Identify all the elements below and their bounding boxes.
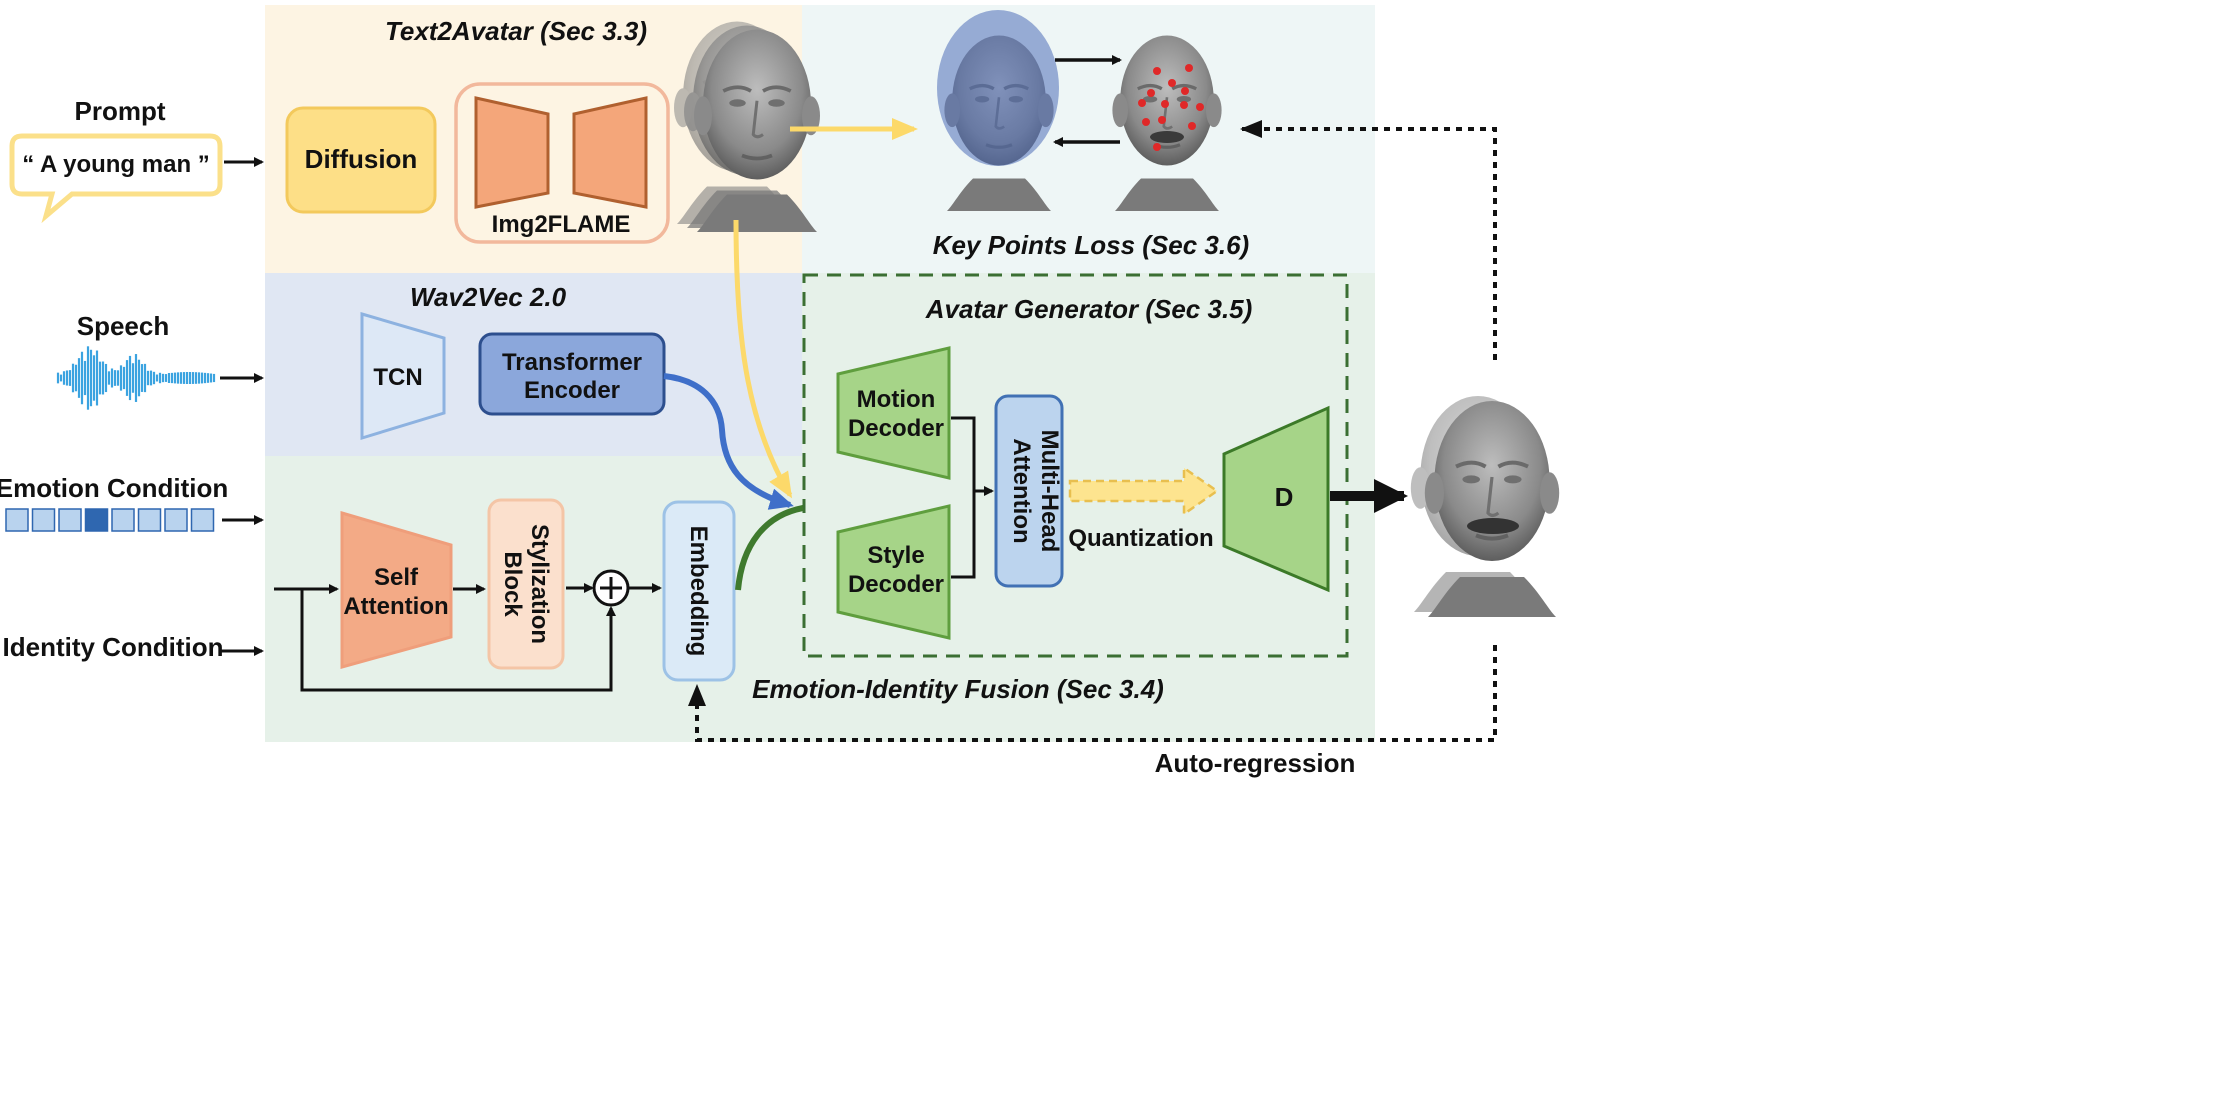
- img2flame-decoder: [572, 96, 648, 209]
- keypoint-dot: [1196, 103, 1204, 111]
- text2avatar-title: Text2Avatar (Sec 3.3): [385, 16, 647, 46]
- quantization-label: Quantization: [1068, 525, 1213, 552]
- keypoint-dot: [1180, 101, 1188, 109]
- img2flame-block: [454, 82, 670, 244]
- tcn-label: TCN: [373, 364, 422, 391]
- motion-to-mha-line: [951, 416, 976, 579]
- stylization-block: [487, 498, 565, 670]
- embedding-block: [662, 500, 736, 682]
- keypoint-dot: [1138, 99, 1146, 107]
- tcn-block: [360, 311, 446, 441]
- motion-decoder-label-1: Motion: [857, 386, 936, 413]
- identity-label: Identity Condition: [3, 632, 224, 662]
- wav2vec-title: Wav2Vec 2.0: [410, 282, 567, 312]
- keypoint-dot: [1181, 87, 1189, 95]
- motion-decoder-label-2: Decoder: [848, 415, 944, 442]
- style-decoder-label-1: Style: [867, 542, 924, 569]
- keypoint-dot: [1147, 89, 1155, 97]
- keypoint-dot: [1168, 79, 1176, 87]
- keypoint-dot: [1153, 143, 1161, 151]
- diffusion-block: [285, 106, 437, 214]
- style-decoder-block: [836, 504, 951, 640]
- emotion-cell: [137, 508, 162, 532]
- emotion-cell: [58, 508, 82, 532]
- emotion-cell: [5, 508, 29, 532]
- stylization-label-2: Block: [499, 551, 526, 617]
- img2flame-encoder: [474, 96, 550, 209]
- output-to-keypoints-loop: [1240, 120, 1497, 360]
- output-avatar-image: [1411, 396, 1559, 617]
- speech-label: Speech: [77, 311, 170, 341]
- residual-skip-line: [300, 589, 616, 692]
- self-attention-block: [340, 510, 453, 669]
- facial-keypoints: [1138, 64, 1204, 151]
- keypoint-dot: [1142, 118, 1150, 126]
- prompt-label: Prompt: [75, 96, 166, 126]
- avatar-generator-title: Avatar Generator (Sec 3.5): [925, 294, 1253, 324]
- prompt-text: “ A young man ”: [22, 151, 210, 178]
- diffusion-label: Diffusion: [305, 144, 418, 174]
- self-attention-label-2: Attention: [343, 593, 448, 620]
- auto-regression-loop: [688, 645, 1497, 742]
- emotion-cell: [190, 508, 215, 532]
- keypoints-face-image: [1110, 33, 1224, 213]
- multi-head-attention-label-2: Attention: [1008, 438, 1035, 543]
- transformer-encoder-label-2: Encoder: [524, 377, 620, 404]
- multi-head-attention-label-1: Multi-Head: [1036, 430, 1063, 553]
- img2flame-label: Img2FLAME: [492, 211, 631, 238]
- multi-head-attention-block: [994, 394, 1064, 588]
- motion-decoder-block: [836, 346, 951, 480]
- transformer-encoder-block: [478, 332, 666, 416]
- keypoint-dot: [1158, 116, 1166, 124]
- quantization-arrow: [1068, 465, 1220, 517]
- emotion-cell: [84, 508, 109, 532]
- d-decoder-block: [1222, 405, 1330, 593]
- avatar-generator-box: [802, 273, 1349, 658]
- emotion-cell: [111, 508, 135, 532]
- emotion-one-hot-vector: [5, 508, 215, 532]
- transformer-encoder-label-1: Transformer: [502, 349, 642, 376]
- keypoint-dot: [1153, 67, 1161, 75]
- keypoint-dot: [1161, 100, 1169, 108]
- stylization-label-1: Stylization: [526, 524, 553, 644]
- style-decoder-label-2: Decoder: [848, 571, 944, 598]
- avatar-to-generator-arrow: [733, 219, 793, 499]
- keypoint-dot: [1188, 122, 1196, 130]
- emotion-label: Emotion Condition: [0, 473, 228, 503]
- blue-overlay-face-image: [937, 10, 1059, 213]
- fusion-title: Emotion-Identity Fusion (Sec 3.4): [752, 674, 1164, 704]
- embedding-to-generator-arrow: [735, 505, 804, 591]
- auto-regression-label: Auto-regression: [1155, 748, 1356, 778]
- prompt-speech-bubble: [9, 133, 223, 224]
- keypoints-title: Key Points Loss (Sec 3.6): [933, 230, 1249, 260]
- keypoint-dot: [1185, 64, 1193, 72]
- transformer-to-generator-arrow: [663, 373, 794, 510]
- emotion-cell: [31, 508, 56, 532]
- d-label: D: [1275, 482, 1294, 512]
- speech-waveform-icon: [56, 346, 216, 410]
- emotion-cell: [164, 508, 188, 532]
- self-attention-label-1: Self: [374, 564, 419, 591]
- embedding-label: Embedding: [685, 526, 712, 657]
